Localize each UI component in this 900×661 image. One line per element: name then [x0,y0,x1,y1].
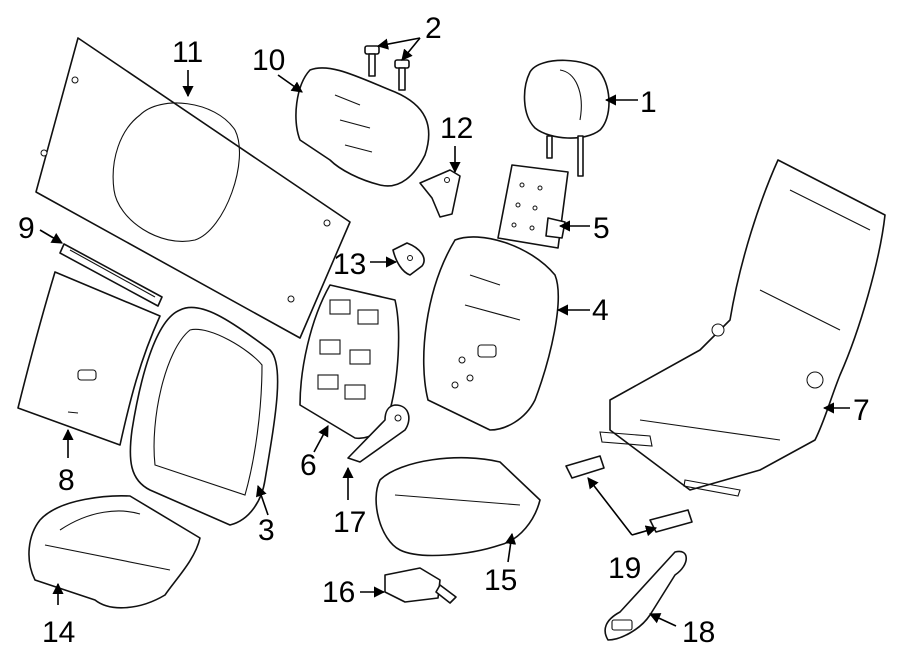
callout-8: 8 [58,464,75,497]
leader-2a [376,37,421,50]
leader-18 [648,613,677,627]
callout-7: 7 [853,394,870,427]
latch-assembly-part [384,567,457,604]
leader-19b [631,525,658,537]
bracket-13-part [392,242,425,276]
bracket-12-part [419,169,461,218]
head-bracket-panel-part [295,67,430,187]
seat-back-cushion-part [129,306,279,526]
trim-strip-part [59,243,163,307]
leader-9 [39,229,63,244]
callout-1: 1 [640,86,657,119]
seat-back-frame-cover-part [422,236,560,431]
leader-19a [587,477,633,536]
latch-plate-part [497,164,569,249]
callout-6: 6 [300,449,317,482]
callout-13: 13 [333,248,366,281]
callout-4: 4 [592,294,609,327]
callout-11: 11 [172,36,203,69]
callout-9: 9 [18,212,35,245]
seat-cushion-lower-part [28,495,201,609]
callout-16: 16 [322,576,355,609]
seat-cushion-part [375,456,541,557]
leader-6 [313,425,329,453]
callout-2: 2 [425,12,442,45]
leader-3 [255,484,269,516]
leader-10 [277,74,303,93]
callout-17: 17 [333,506,366,539]
callout-18: 18 [682,616,715,649]
headrest-part [523,59,610,177]
callout-15: 15 [484,564,517,597]
callout-19: 19 [608,552,641,585]
seat-back-panel-part [35,37,351,339]
leader-2b [401,37,421,61]
callout-5: 5 [593,212,610,245]
trim-piece-part [604,550,688,641]
leader-15 [505,532,517,563]
seat-frame-part [599,159,886,497]
callout-3: 3 [258,514,275,547]
callout-10: 10 [252,44,285,77]
callout-labels: 1 2 3 4 5 6 7 8 9 10 11 12 13 14 15 16 1… [18,12,870,649]
callout-12: 12 [440,112,473,145]
hinge-arm-part [347,404,410,463]
seat-back-cover-part [17,271,161,446]
callout-14: 14 [42,616,75,649]
seat-back-frame-part [299,284,400,439]
leader-lines [39,37,850,627]
